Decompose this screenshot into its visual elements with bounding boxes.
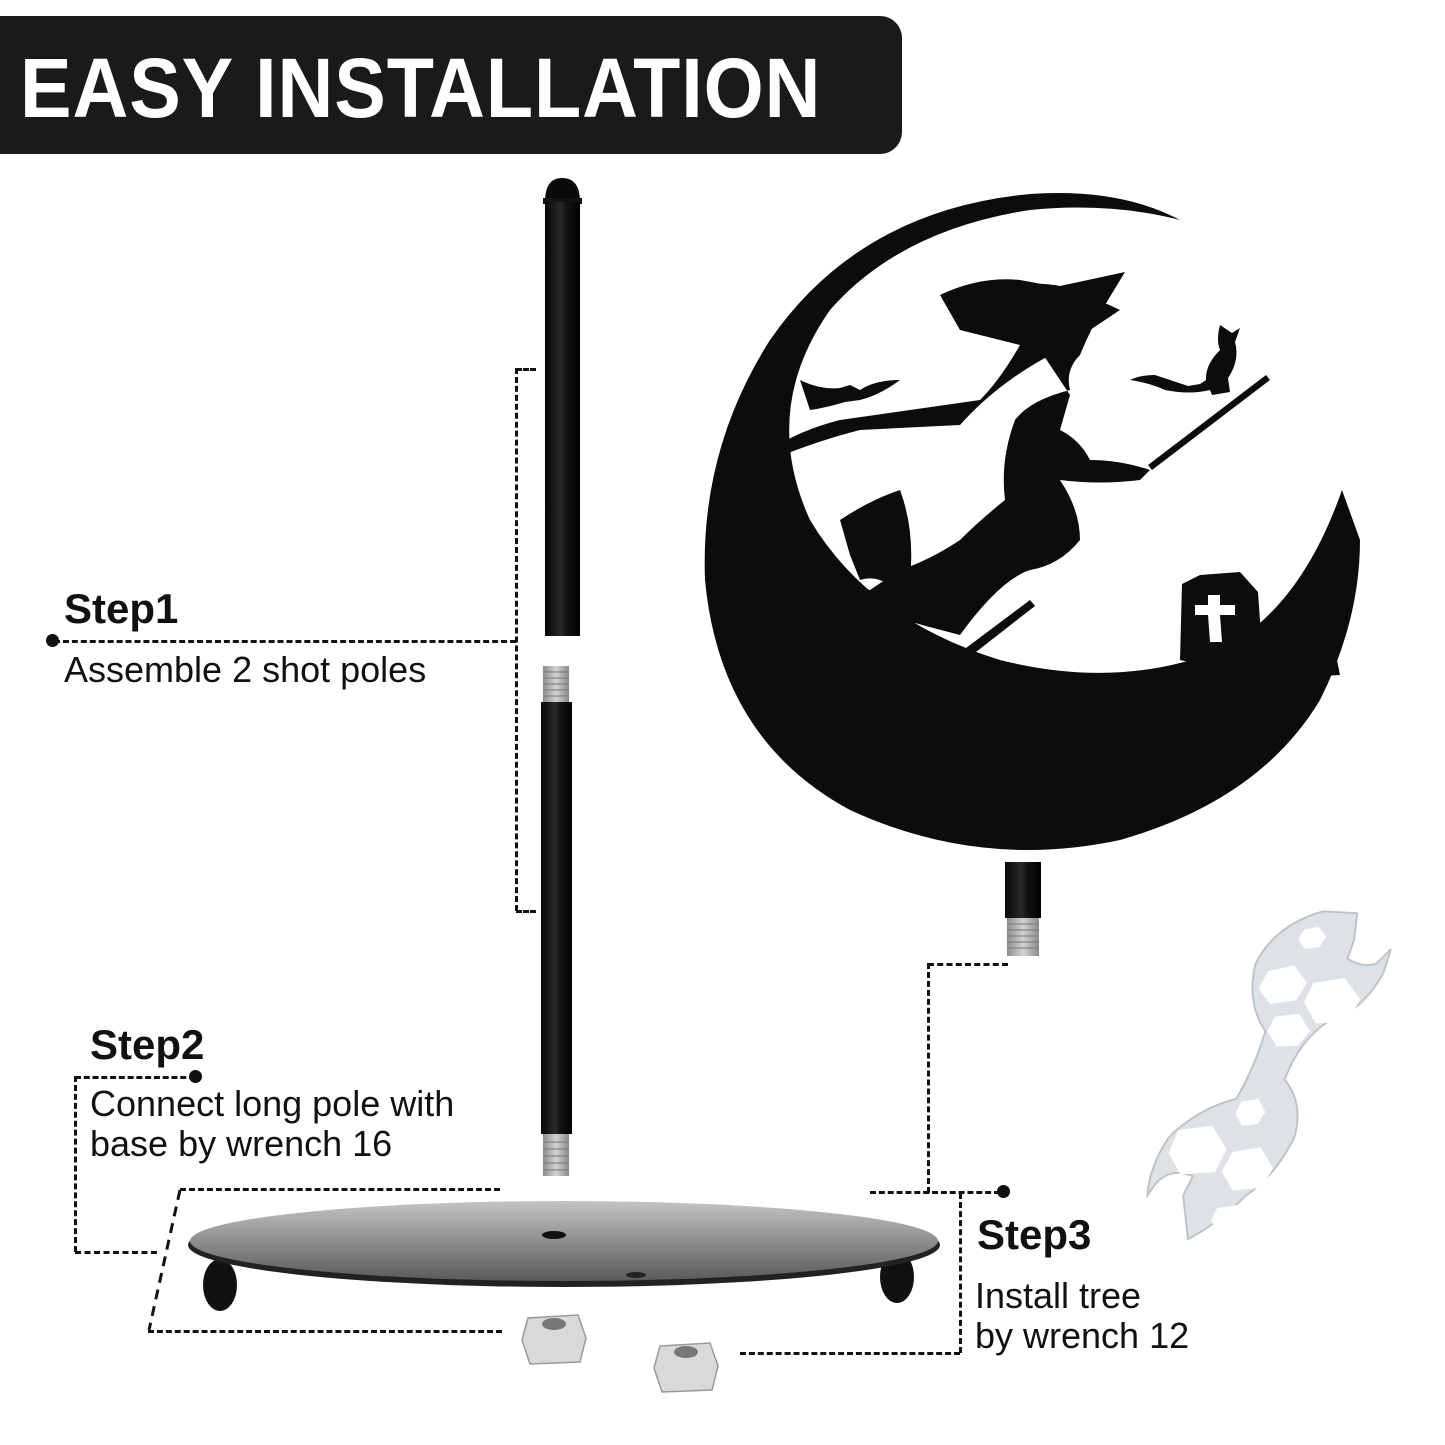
connector-line	[928, 963, 1008, 966]
base-plate-icon	[188, 1201, 940, 1311]
step1-description: Assemble 2 shot poles	[64, 649, 427, 690]
step3-description-line2: by wrench 12	[975, 1315, 1190, 1356]
step2-title: Step2	[90, 1021, 205, 1068]
step3-title: Step3	[977, 1211, 1092, 1258]
step2-description-line1: Connect long pole with	[90, 1083, 455, 1124]
connector-dot	[46, 634, 59, 647]
wrench-icon	[1146, 910, 1392, 1241]
connector-line	[927, 963, 930, 1193]
connector-line	[959, 1193, 962, 1353]
hex-nut-icon	[653, 1342, 719, 1393]
page-title: EASY INSTALLATION	[20, 41, 822, 135]
connector-line	[516, 910, 536, 913]
ornament-stem-icon	[1005, 862, 1041, 956]
step3-description-line1: Install tree	[975, 1275, 1142, 1316]
connector-line	[54, 640, 516, 643]
connector-line	[740, 1352, 960, 1355]
connector-line	[180, 1188, 500, 1191]
connector-line	[75, 1076, 195, 1079]
bottom-pole-icon	[541, 666, 572, 1176]
connector-line	[148, 1330, 502, 1333]
connector-line	[74, 1076, 77, 1252]
top-pole-icon	[543, 178, 582, 636]
connector-line	[147, 1189, 182, 1331]
connector-dot	[997, 1185, 1010, 1198]
connector-line	[516, 368, 536, 371]
witch-moon-ornament-icon	[704, 193, 1360, 851]
connector-line	[515, 368, 518, 911]
connector-line	[75, 1251, 157, 1254]
connector-line	[870, 1191, 1000, 1194]
hex-nut-icon	[521, 1314, 587, 1365]
connector-dot	[189, 1070, 202, 1083]
step1-title: Step1	[64, 585, 179, 632]
title-banner	[0, 16, 902, 154]
step2-description-line2: base by wrench 16	[90, 1123, 393, 1164]
